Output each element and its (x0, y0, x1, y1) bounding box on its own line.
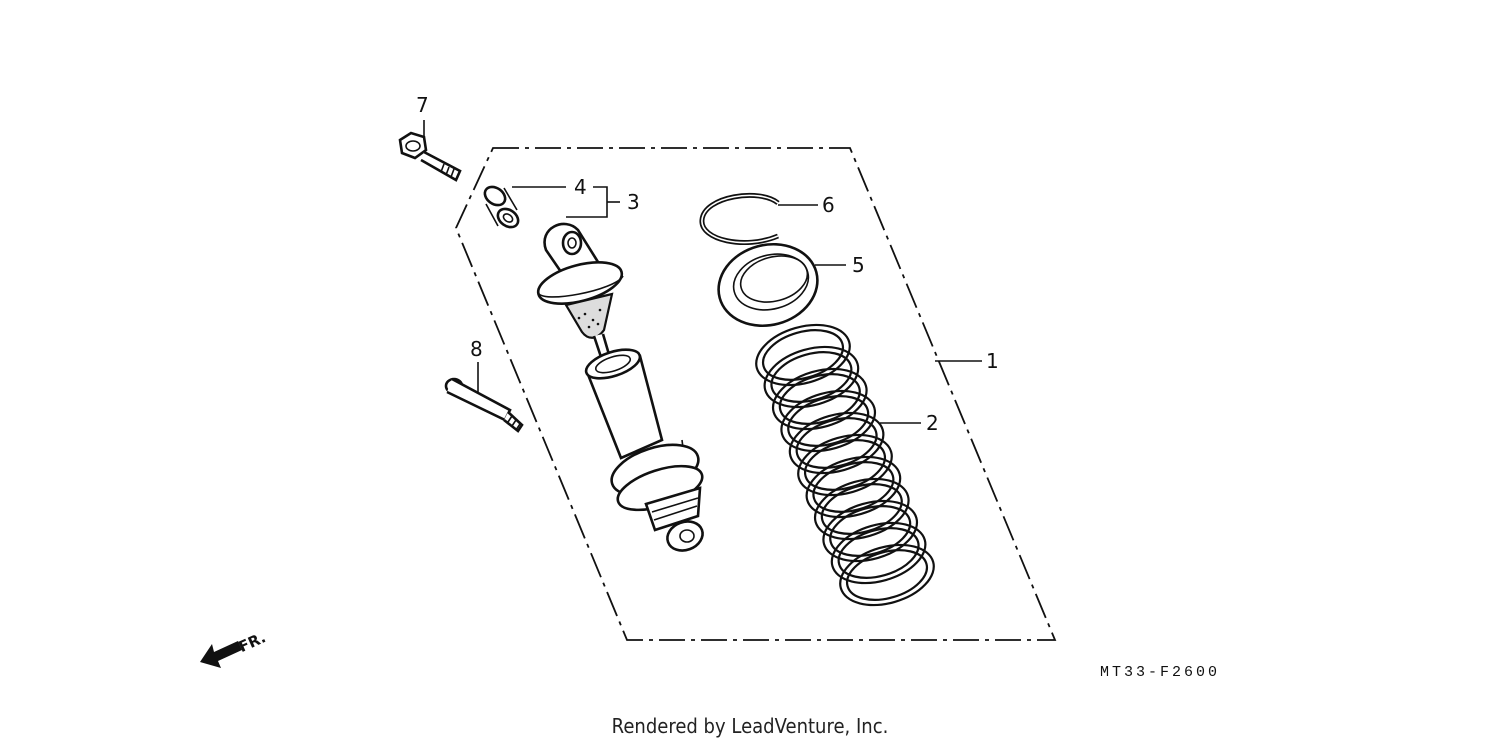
spring-coil (788, 411, 885, 475)
spring-coil (763, 345, 860, 409)
spring-coil (837, 527, 920, 579)
callout-2: 2 (926, 411, 939, 435)
front-direction-label: FR. (236, 628, 269, 656)
front-direction-arrow-icon (200, 641, 242, 668)
spring-coil (839, 543, 935, 607)
spring-coil (771, 367, 868, 431)
damper-part-3[interactable] (534, 222, 708, 555)
collar-part-4[interactable] (481, 183, 522, 231)
spring-coil (755, 323, 851, 387)
bolt-part-7[interactable] (398, 131, 462, 182)
spring-coil (830, 521, 927, 585)
callout-4: 4 (574, 175, 587, 199)
callout-8: 8 (470, 337, 483, 361)
spring-coil (780, 389, 877, 453)
pin-part-8[interactable] (444, 377, 524, 433)
spring-coil (845, 549, 929, 601)
spring-coil (813, 477, 910, 541)
spring-coil (822, 499, 919, 563)
callout-5: 5 (852, 253, 865, 277)
leader-lines (423, 120, 982, 424)
callout-1: 1 (986, 349, 999, 373)
footer-credit: Rendered by LeadVenture, Inc. (611, 714, 889, 738)
callout-6: 6 (822, 193, 835, 217)
spring-seat-part-5[interactable] (709, 233, 826, 336)
coil-spring-part-2[interactable] (749, 315, 941, 615)
callout-3: 3 (627, 190, 640, 214)
stopper-ring-part-6[interactable] (699, 192, 780, 245)
callout-7: 7 (416, 93, 429, 117)
assembly-boundary (455, 147, 1057, 641)
spring-coil (805, 455, 902, 519)
diagram-code: MT33-F2600 (1100, 664, 1220, 681)
spring-coil (797, 433, 893, 497)
